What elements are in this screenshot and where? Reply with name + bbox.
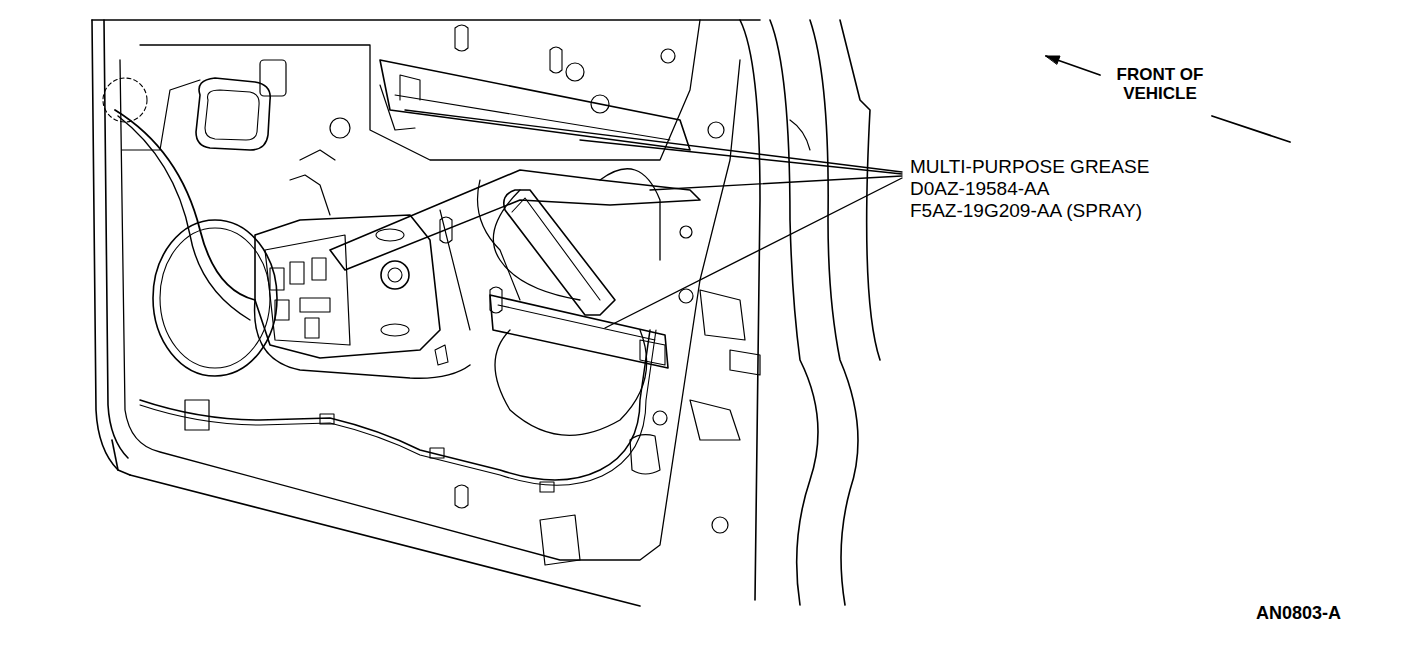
direction-note: FRONT OF VEHICLE: [1100, 66, 1220, 103]
part-number: D0AZ-19584-AA: [910, 179, 1049, 200]
figure-code: AN0803-A: [1256, 604, 1341, 624]
part-number: F5AZ-19G209-AA (SPRAY): [910, 201, 1142, 222]
grease-callout: MULTI-PURPOSE GREASE: [910, 157, 1149, 178]
